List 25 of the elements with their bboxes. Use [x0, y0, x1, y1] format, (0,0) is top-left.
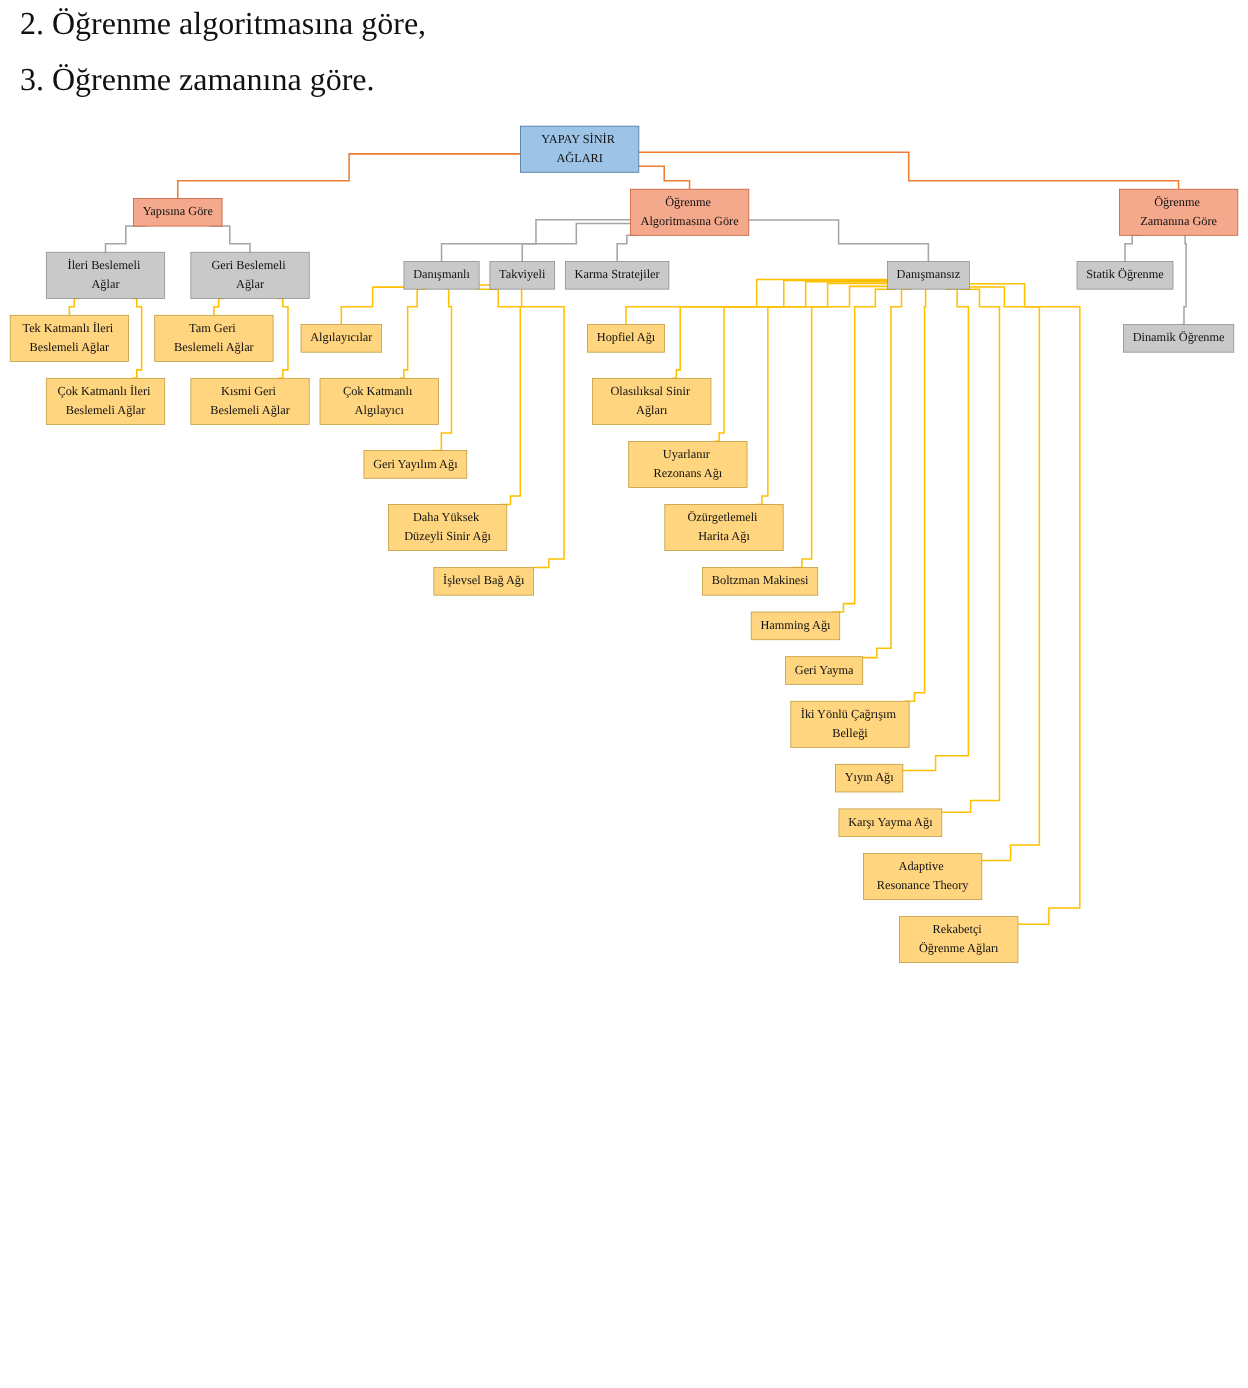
- connector: [1181, 234, 1187, 326]
- connector: [755, 282, 889, 506]
- connector: [903, 288, 928, 702]
- connector: [521, 222, 632, 263]
- body-text: 2. Öğrenme algoritmasına göre,: [20, 8, 429, 44]
- connector: [440, 219, 632, 263]
- connector: [902, 288, 970, 772]
- connector: [213, 297, 225, 317]
- connector: [277, 297, 289, 380]
- connector: [131, 297, 143, 380]
- connector: [968, 283, 1081, 925]
- connector: [713, 280, 889, 443]
- connector: [68, 297, 80, 317]
- connector: [941, 288, 1001, 813]
- connector: [748, 219, 930, 263]
- connector: [638, 151, 1180, 190]
- body-text: 3. Öğrenme zamanına göre.: [20, 64, 377, 100]
- connector: [475, 288, 522, 506]
- connector: [340, 286, 405, 326]
- connector: [638, 165, 691, 190]
- connector: [671, 279, 889, 380]
- connector: [625, 278, 889, 326]
- connector: [478, 284, 565, 569]
- connector: [177, 153, 522, 200]
- connector: [968, 286, 1041, 862]
